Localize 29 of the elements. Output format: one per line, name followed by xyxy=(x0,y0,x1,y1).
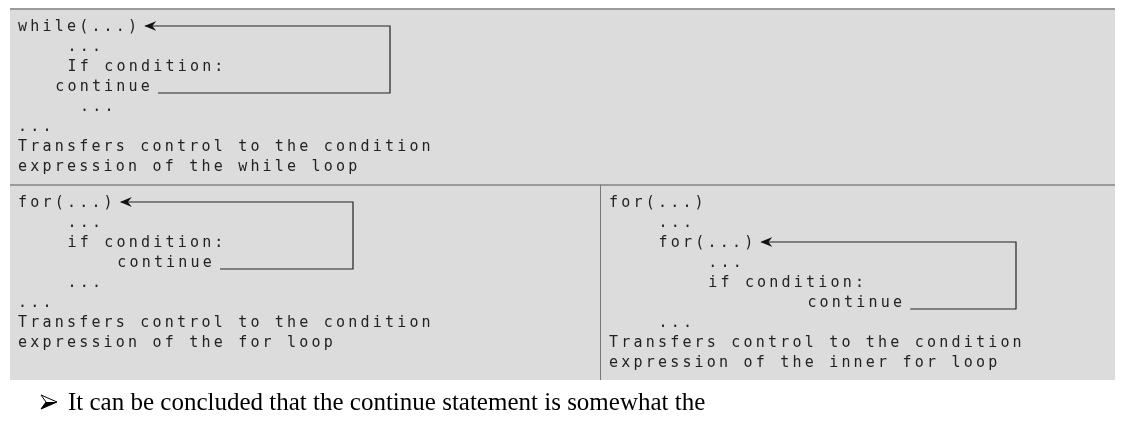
code-line: If condition: xyxy=(67,57,227,75)
code-line: ... xyxy=(80,97,117,115)
code-line: while(...) xyxy=(18,16,146,36)
code-panel xyxy=(10,184,600,380)
arrow xyxy=(760,237,1017,310)
code-line: for(...) xyxy=(609,193,707,211)
code-line: if condition: xyxy=(67,233,227,251)
code-line: ... xyxy=(67,273,105,291)
code-line: for(...) xyxy=(658,232,762,252)
code-line: continue xyxy=(55,76,159,96)
code-line: ... xyxy=(18,117,55,135)
code-line: if condition: xyxy=(708,273,868,291)
code-line: ... xyxy=(658,313,696,331)
code-line: ... xyxy=(67,37,105,55)
code-line: continue xyxy=(117,252,221,272)
code-line: ... xyxy=(67,213,105,231)
code-panel xyxy=(600,184,1115,380)
code-line: ... xyxy=(18,293,55,311)
code-line: for(...) xyxy=(18,192,121,212)
code-line: ... xyxy=(658,213,696,231)
description-text: Transfers control to the condition expression of the for loop xyxy=(18,313,434,351)
arrow xyxy=(144,21,391,94)
code-line: continue xyxy=(807,292,911,312)
bullet-text: It can be concluded that the continue statement is somewhat the xyxy=(68,388,706,416)
description-text: Transfers control to the condition expression of the inner for loop xyxy=(609,333,1025,371)
code-panel xyxy=(10,8,1115,184)
arrow xyxy=(119,197,354,270)
description-text: Transfers control to the condition expression of the while loop xyxy=(18,137,434,175)
code-line: ... xyxy=(708,253,745,271)
